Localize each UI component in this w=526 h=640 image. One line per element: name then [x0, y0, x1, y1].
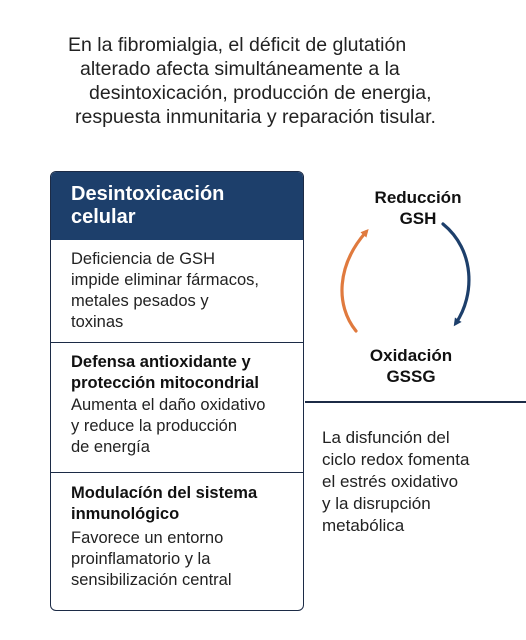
section-title-line: inmunológico: [71, 505, 180, 523]
section-antioxidant-defense: Defensa antioxidante y protección mitoco…: [51, 343, 303, 473]
redox-cycle-diagram: Reducción GSH Oxidación GSSG: [305, 170, 526, 400]
arrow-reduction-to-oxidation: [441, 222, 471, 327]
redox-note-line: y la disrupción: [322, 494, 431, 513]
redox-note-line: La disfunción del: [322, 428, 450, 447]
intro-line: desintoxicación, producción de energia,: [89, 82, 432, 104]
section-body-line: de energía: [71, 438, 150, 456]
gssg-oxidation-label: Oxidación GSSG: [341, 345, 481, 387]
section-body-line: impide eliminar fármacos,: [71, 271, 259, 289]
divider-line: [305, 401, 526, 403]
section-body: Aumenta el daño oxidativo y reduce la pr…: [71, 395, 303, 458]
intro-line: alterado afecta simultáneamente a la: [80, 58, 400, 80]
gssg-oxidation-label-line: Oxidación: [369, 346, 453, 365]
gsh-reduction-label-line: Reducción: [374, 188, 462, 207]
redox-note: La disfunción del ciclo redox fomenta el…: [322, 427, 469, 537]
card-header-line: Desintoxicación: [71, 183, 225, 205]
section-body-line: Aumenta el daño oxidativo: [71, 396, 266, 414]
section-body: Deficiencia de GSH impide eliminar fárma…: [71, 249, 303, 333]
section-immune-modulation: Modulacíón del sistema inmunológico Favo…: [51, 473, 303, 591]
section-body-line: toxinas: [71, 313, 124, 331]
redox-cycle-arrows: [340, 222, 471, 333]
redox-note-line: ciclo redox fomenta: [322, 450, 470, 469]
gsh-reduction-label: Reducción GSH: [348, 187, 488, 229]
redox-note-line: el estrés oxidativo: [322, 472, 459, 491]
intro-line: En la fibromialgia, el déficit de glutat…: [68, 34, 407, 56]
card-header: Desintoxicación celular: [51, 172, 303, 240]
card-header-line: celular: [71, 206, 136, 228]
glutathione-effects-card: Desintoxicación celular Deficiencia de G…: [50, 171, 304, 611]
section-title: Defensa antioxidante y protección mitoco…: [71, 352, 303, 394]
redox-note-line: metabólica: [322, 516, 405, 535]
section-title-line: Defensa antioxidante y: [71, 353, 251, 371]
section-title-line: Modulacíón del sistema: [71, 484, 258, 502]
section-body-line: sensibilización central: [71, 571, 232, 589]
section-body-line: proinflamatorio y la: [71, 550, 211, 568]
section-body-line: Deficiencia de GSH: [71, 250, 215, 268]
section-body-line: y reduce la producción: [71, 417, 238, 435]
arrow-oxidation-to-reduction: [340, 228, 369, 333]
section-body-line: Favorece un entorno: [71, 529, 224, 547]
gsh-reduction-label-line: GSH: [399, 209, 437, 228]
section-body: Favorece un entorno proinflamatorio y la…: [71, 528, 303, 591]
gssg-oxidation-label-line: GSSG: [386, 367, 436, 386]
section-title: Modulacíón del sistema inmunológico: [71, 483, 303, 525]
section-detoxification: Deficiencia de GSH impide eliminar fárma…: [51, 240, 303, 343]
section-body-line: metales pesados y: [71, 292, 209, 310]
intro-text: En la fibromialgia, el déficit de glutat…: [40, 33, 510, 129]
section-title-line: protección mitocondrial: [71, 374, 259, 392]
intro-line: respuesta inmunitaria y reparación tisul…: [75, 106, 436, 128]
